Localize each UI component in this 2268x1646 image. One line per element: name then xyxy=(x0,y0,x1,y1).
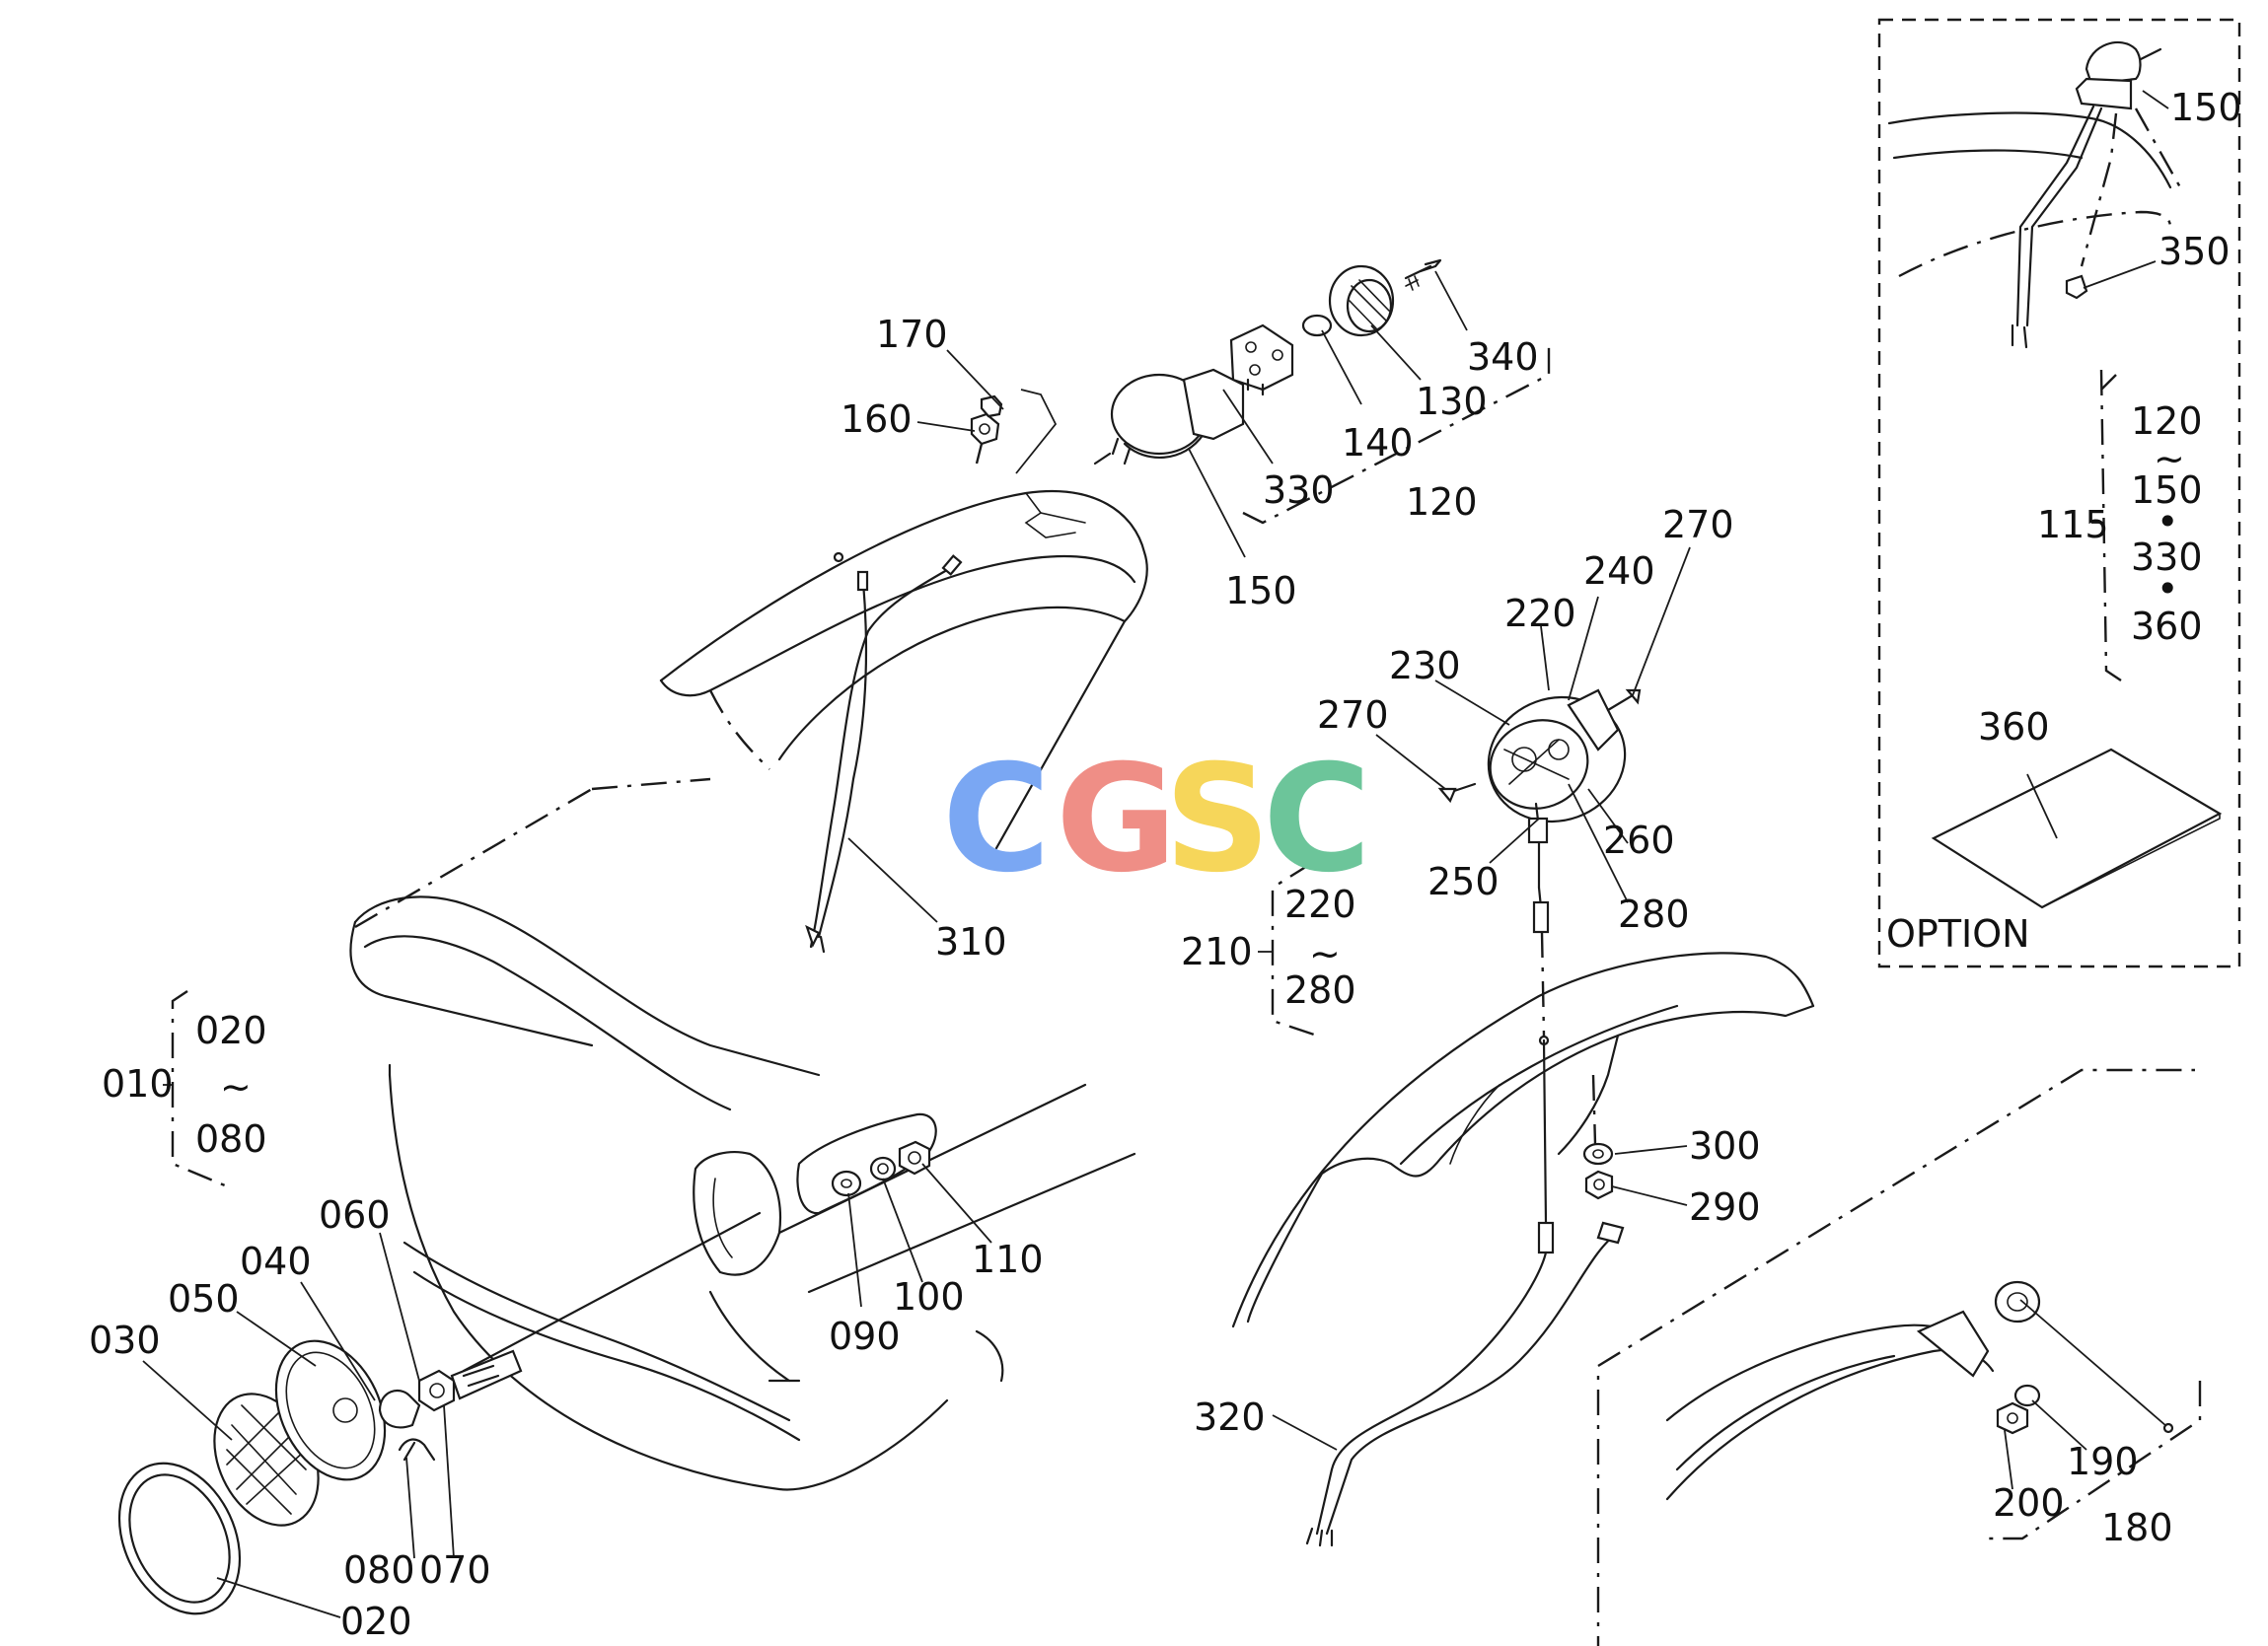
callout-330: 330 xyxy=(1263,468,1335,512)
nuts-160-170 xyxy=(970,389,1058,474)
callout-150-option: 150 xyxy=(2170,86,2242,129)
group-210-to: 280 xyxy=(1284,968,1356,1012)
group-010: 010 020 ~ 080 xyxy=(102,990,267,1190)
group-115-item-0: 120 xyxy=(2131,399,2203,443)
callout-150: 150 xyxy=(1225,569,1297,612)
rear-lamp-120 xyxy=(1093,258,1442,465)
callout-160: 160 xyxy=(841,397,913,441)
group-115: 115 120 ~ 150 • 330 • 360 xyxy=(2037,369,2203,681)
callout-190: 190 xyxy=(2067,1440,2139,1483)
watermark-letter-g: G xyxy=(1056,734,1177,905)
callout-300: 300 xyxy=(1689,1124,1761,1168)
callout-090: 090 xyxy=(829,1315,901,1358)
callout-030: 030 xyxy=(89,1319,161,1362)
beacon-lamp-210 xyxy=(1437,688,1642,1046)
group-115-item-5: • xyxy=(2157,567,2178,610)
callout-200: 200 xyxy=(1993,1481,2065,1525)
callout-280: 280 xyxy=(1618,893,1690,936)
group-010-sep: ~ xyxy=(220,1065,252,1109)
group-115-id: 115 xyxy=(2037,503,2109,546)
callout-040: 040 xyxy=(240,1240,312,1283)
callout-labels: 170 160 340 130 140 330 120 150 310 270 … xyxy=(89,86,2242,1643)
group-115-item-3: • xyxy=(2157,500,2178,543)
callout-350: 350 xyxy=(2158,230,2231,273)
wire-harness-310 xyxy=(805,554,963,954)
group-115-item-4: 330 xyxy=(2131,536,2203,579)
callout-240: 240 xyxy=(1583,549,1655,593)
lamp-120-bracket xyxy=(1242,345,1551,525)
callout-020: 020 xyxy=(340,1600,412,1643)
callout-270-top: 270 xyxy=(1662,503,1734,546)
watermark-letter-s: S xyxy=(1164,734,1271,905)
grommets-090-100-110 xyxy=(831,1140,931,1197)
watermark-letter-c1: C xyxy=(942,734,1051,905)
callout-290: 290 xyxy=(1689,1185,1761,1229)
callout-270-left: 270 xyxy=(1317,693,1389,737)
callout-360: 360 xyxy=(1978,705,2050,749)
right-fender xyxy=(1231,952,1815,1328)
callout-230: 230 xyxy=(1389,644,1461,687)
group-115-item-2: 150 xyxy=(2131,468,2203,512)
callout-100: 100 xyxy=(893,1275,965,1319)
group-210-sep: ~ xyxy=(1309,932,1341,975)
group-115-item-6: 360 xyxy=(2131,605,2203,648)
callout-260: 260 xyxy=(1603,819,1675,862)
option-box: OPTION xyxy=(1877,18,2241,968)
group-210-from: 220 xyxy=(1284,883,1356,926)
callout-060: 060 xyxy=(319,1193,391,1237)
callout-140: 140 xyxy=(1342,421,1414,465)
watermark-letter-c2: C xyxy=(1263,734,1371,905)
callout-130: 130 xyxy=(1416,380,1488,423)
group-010-to: 080 xyxy=(195,1117,267,1161)
group-210-id: 210 xyxy=(1181,930,1253,973)
callout-080: 080 xyxy=(343,1548,415,1592)
cgsc-watermark-logo: C G S C xyxy=(942,734,1371,905)
side-lamp-180 xyxy=(1596,1068,2202,1646)
callout-320: 320 xyxy=(1194,1396,1266,1439)
callout-070: 070 xyxy=(419,1548,491,1592)
group-010-id: 010 xyxy=(102,1062,174,1106)
callout-120: 120 xyxy=(1406,480,1478,524)
callout-310: 310 xyxy=(935,920,1007,964)
group-115-item-1: ~ xyxy=(2154,437,2185,480)
callout-250: 250 xyxy=(1427,860,1500,903)
tractor-hood xyxy=(349,777,1136,1491)
callout-180: 180 xyxy=(2101,1506,2173,1549)
callout-050: 050 xyxy=(168,1277,240,1321)
callout-340: 340 xyxy=(1467,335,1539,379)
callout-170: 170 xyxy=(876,313,948,356)
leader-lines xyxy=(142,90,2169,1618)
callout-220: 220 xyxy=(1504,592,1576,635)
nut-washer-290-300 xyxy=(1582,1074,1614,1200)
left-fender xyxy=(659,490,1148,850)
group-210: 210 220 ~ 280 xyxy=(1181,861,1356,1038)
group-010-from: 020 xyxy=(195,1009,267,1052)
head-lamp-010 xyxy=(117,1211,762,1615)
wire-harness-320 xyxy=(1305,1038,1625,1547)
option-label: OPTION xyxy=(1886,912,2030,956)
callout-110: 110 xyxy=(972,1238,1044,1281)
